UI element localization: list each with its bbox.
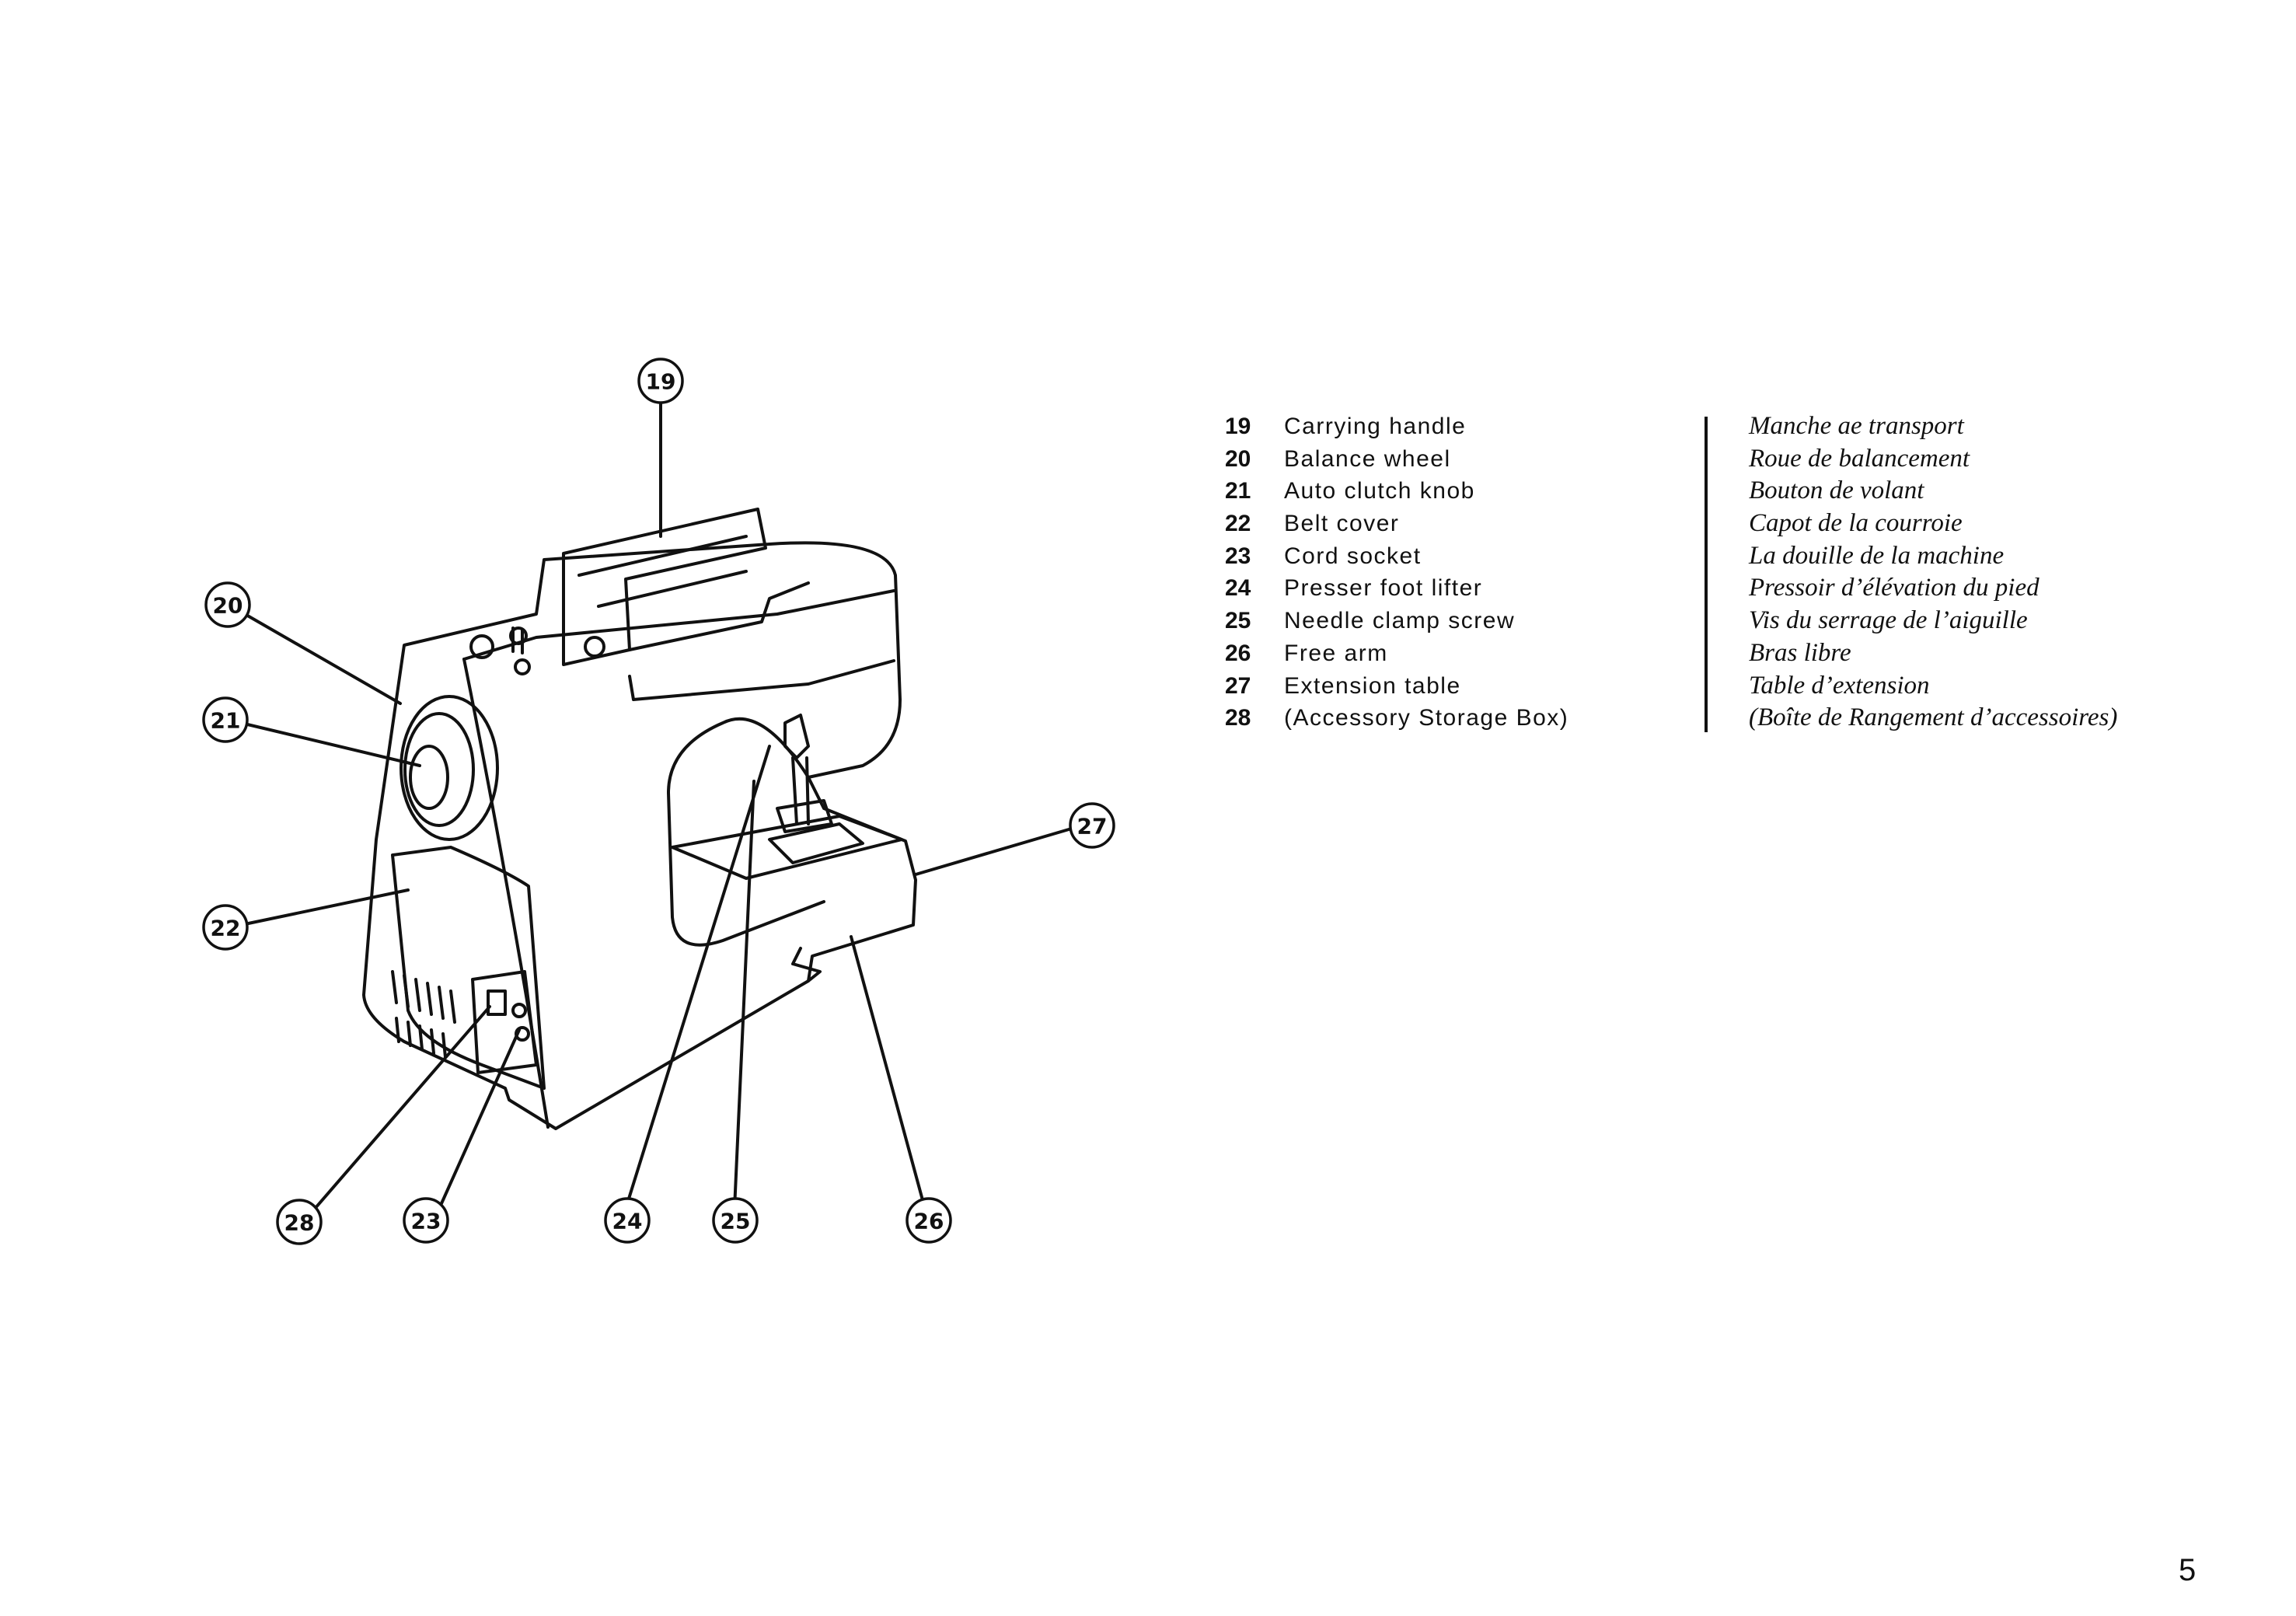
leader-26 bbox=[850, 935, 926, 1210]
legend-french-label: Bras libre bbox=[1749, 638, 1851, 667]
callout-27: 27 bbox=[1077, 814, 1108, 839]
callout-21-circle bbox=[202, 696, 249, 743]
legend-row: 26 Free arm bbox=[1225, 637, 1691, 670]
legend-number: 22 bbox=[1225, 511, 1251, 537]
legend-french-label: Pressoir d’élévation du pied bbox=[1749, 574, 2040, 602]
cord-socket-panel bbox=[471, 970, 538, 1074]
callout-24: 24 bbox=[612, 1209, 643, 1234]
legend-french-label: Bouton de volant bbox=[1749, 476, 1924, 505]
callout-24-circle bbox=[604, 1197, 651, 1244]
callout-25: 25 bbox=[721, 1209, 751, 1234]
callout-23: 23 bbox=[411, 1209, 441, 1234]
legend-french-label: (Boîte de Rangement d’accessoires) bbox=[1749, 703, 2118, 732]
callout-27-circle bbox=[1069, 802, 1115, 849]
legend-english-label: Carrying handle bbox=[1284, 414, 1467, 439]
leader-22 bbox=[239, 888, 410, 927]
legend-row: 28 (Accessory Storage Box) bbox=[1225, 702, 1691, 735]
leader-24 bbox=[624, 745, 771, 1210]
leader-20 bbox=[243, 613, 402, 705]
legend-english-label: Free arm bbox=[1284, 640, 1388, 666]
callout-26-circle bbox=[905, 1197, 952, 1244]
legend-english-label: Presser foot lifter bbox=[1284, 575, 1483, 602]
legend-row: 27 Extension table bbox=[1225, 670, 1691, 703]
machine-body bbox=[362, 541, 917, 1130]
callout-28: 28 bbox=[284, 1210, 315, 1236]
callout-22-circle bbox=[202, 904, 249, 951]
legend-number: 21 bbox=[1225, 478, 1251, 504]
callout-21: 21 bbox=[211, 708, 241, 734]
legend-french-label: Capot de la courroie bbox=[1749, 509, 1963, 538]
legend-number: 26 bbox=[1225, 640, 1251, 666]
legend-divider bbox=[1705, 417, 1708, 732]
callout-26: 26 bbox=[914, 1209, 944, 1234]
arm-opening bbox=[667, 717, 825, 947]
legend-row: 21 Auto clutch knob bbox=[1225, 475, 1691, 508]
legend-english-label: Extension table bbox=[1284, 672, 1461, 699]
presser-foot bbox=[783, 714, 810, 759]
callout-28-circle bbox=[276, 1199, 323, 1245]
leader-23 bbox=[438, 1028, 521, 1210]
legend-row: 23 Cord socket bbox=[1225, 540, 1691, 573]
legend-english-label: Belt cover bbox=[1284, 511, 1400, 537]
legend-french-label: Manche ae transport bbox=[1749, 412, 1964, 440]
legend-number: 23 bbox=[1225, 543, 1251, 569]
belt-cover bbox=[391, 846, 546, 1090]
callout-20-circle bbox=[204, 581, 251, 628]
legend-english-label: Auto clutch knob bbox=[1284, 478, 1475, 504]
carrying-handle bbox=[562, 508, 767, 666]
callout-20: 20 bbox=[213, 593, 243, 619]
legend-number: 27 bbox=[1225, 672, 1251, 699]
legend-french-label: Vis du serrage de l’aiguille bbox=[1749, 606, 2028, 635]
legend-row: 19 Carrying handle bbox=[1225, 410, 1691, 443]
legend-english-label: Balance wheel bbox=[1284, 445, 1451, 472]
legend-french-label: La douille de la machine bbox=[1749, 541, 2005, 570]
leader-21 bbox=[239, 721, 421, 767]
callout-25-circle bbox=[712, 1197, 759, 1244]
legend-french-label: Roue de balancement bbox=[1749, 444, 1970, 473]
leader-28 bbox=[313, 1005, 491, 1210]
legend-french: Manche ae transport Roue de balancement … bbox=[1749, 410, 2231, 735]
legend-row: 24 Presser foot lifter bbox=[1225, 572, 1691, 605]
legend-row: 22 Belt cover bbox=[1225, 508, 1691, 540]
page-number: 5 bbox=[2179, 1553, 2197, 1587]
legend-number: 28 bbox=[1225, 705, 1251, 731]
sewing-machine-diagram: 19 20 21 22 23 24 25 26 27 28 bbox=[202, 358, 1115, 1245]
legend-number: 24 bbox=[1225, 575, 1251, 602]
callout-22: 22 bbox=[211, 916, 241, 941]
legend-row: 20 Balance wheel bbox=[1225, 443, 1691, 476]
legend-row: 25 Needle clamp screw bbox=[1225, 605, 1691, 637]
leader-25 bbox=[733, 780, 755, 1210]
callout-19: 19 bbox=[646, 369, 676, 395]
legend-number: 20 bbox=[1225, 445, 1251, 472]
legend-english-label: Needle clamp screw bbox=[1284, 608, 1516, 634]
leader-27 bbox=[914, 826, 1076, 876]
legend-number: 19 bbox=[1225, 414, 1251, 439]
legend-number: 25 bbox=[1225, 608, 1251, 634]
callout-23-circle bbox=[403, 1197, 449, 1244]
legend-english-label: Cord socket bbox=[1284, 543, 1422, 569]
legend-english-label: (Accessory Storage Box) bbox=[1284, 705, 1569, 731]
balance-wheel bbox=[400, 695, 499, 841]
legend-french-label: Table d’extension bbox=[1749, 671, 1930, 700]
callout-19-circle bbox=[637, 358, 684, 404]
legend-english: 19 Carrying handle 20 Balance wheel 21 Auto… bbox=[1225, 410, 1691, 735]
